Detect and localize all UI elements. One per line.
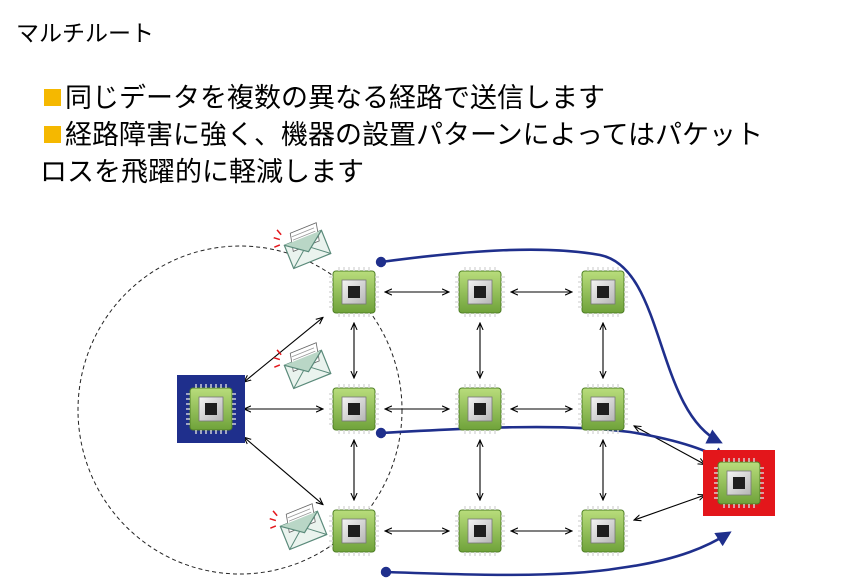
route-path bbox=[375, 248, 723, 444]
chip-core bbox=[590, 279, 616, 305]
destination-node-chip-icon bbox=[703, 450, 775, 516]
packet-envelope-icon bbox=[273, 342, 332, 390]
bullet-text: 経路障害に強く、機器の設置パターンによってはパケット bbox=[65, 120, 763, 151]
chip-core bbox=[467, 518, 493, 544]
relay-node-chip-icon bbox=[455, 267, 505, 317]
route-path bbox=[380, 531, 732, 578]
relay-node-chip-icon bbox=[578, 267, 628, 317]
bullet-text: ロスを飛躍的に軽減します bbox=[40, 157, 364, 188]
chip-die bbox=[474, 403, 486, 415]
source-node-chip-icon bbox=[177, 375, 245, 443]
link-arrow bbox=[244, 317, 323, 382]
link-arrow bbox=[244, 437, 323, 504]
relay-node-chip-icon bbox=[455, 384, 505, 434]
bullet-list: 同じデータを複数の異なる経路で送信します 経路障害に強く、機器の設置パターンによ… bbox=[40, 80, 763, 191]
relay-node-chip-icon bbox=[578, 506, 628, 556]
chip-die bbox=[348, 525, 360, 537]
relay-node-chip-icon bbox=[455, 506, 505, 556]
bullet-item-continuation: ロスを飛躍的に軽減します bbox=[40, 154, 763, 191]
route-path bbox=[375, 425, 727, 463]
envelope-layer bbox=[269, 222, 332, 551]
link-arrow bbox=[634, 495, 705, 520]
chip-die bbox=[348, 286, 360, 298]
chip-die bbox=[474, 286, 486, 298]
chip-die bbox=[205, 403, 217, 415]
chip-die bbox=[597, 403, 609, 415]
relay-node-chip-icon bbox=[329, 384, 379, 434]
sparkle-icon bbox=[269, 510, 278, 529]
bullet-square-icon bbox=[44, 89, 61, 106]
packet-envelope-icon bbox=[269, 503, 328, 551]
chip-die bbox=[597, 286, 609, 298]
relay-node-chip-icon bbox=[329, 506, 379, 556]
bullet-item: 経路障害に強く、機器の設置パターンによってはパケット bbox=[44, 117, 763, 154]
route-layer bbox=[375, 248, 732, 578]
sparkle-icon bbox=[273, 229, 282, 248]
chip-die bbox=[348, 403, 360, 415]
bullet-item: 同じデータを複数の異なる経路で送信します bbox=[44, 80, 763, 117]
bullet-text: 同じデータを複数の異なる経路で送信します bbox=[65, 83, 605, 114]
node-layer bbox=[177, 267, 775, 556]
chip-die bbox=[733, 477, 745, 489]
chip-core bbox=[467, 396, 493, 422]
relay-node-chip-icon bbox=[329, 267, 379, 317]
relay-node-chip-icon bbox=[578, 384, 628, 434]
chip-die bbox=[597, 525, 609, 537]
chip-die bbox=[474, 525, 486, 537]
link-arrow bbox=[634, 426, 705, 465]
packet-envelope-icon bbox=[273, 222, 332, 270]
sparkle-icon bbox=[273, 349, 282, 368]
bullet-square-icon bbox=[44, 126, 61, 143]
page-title: マルチルート bbox=[16, 21, 154, 47]
